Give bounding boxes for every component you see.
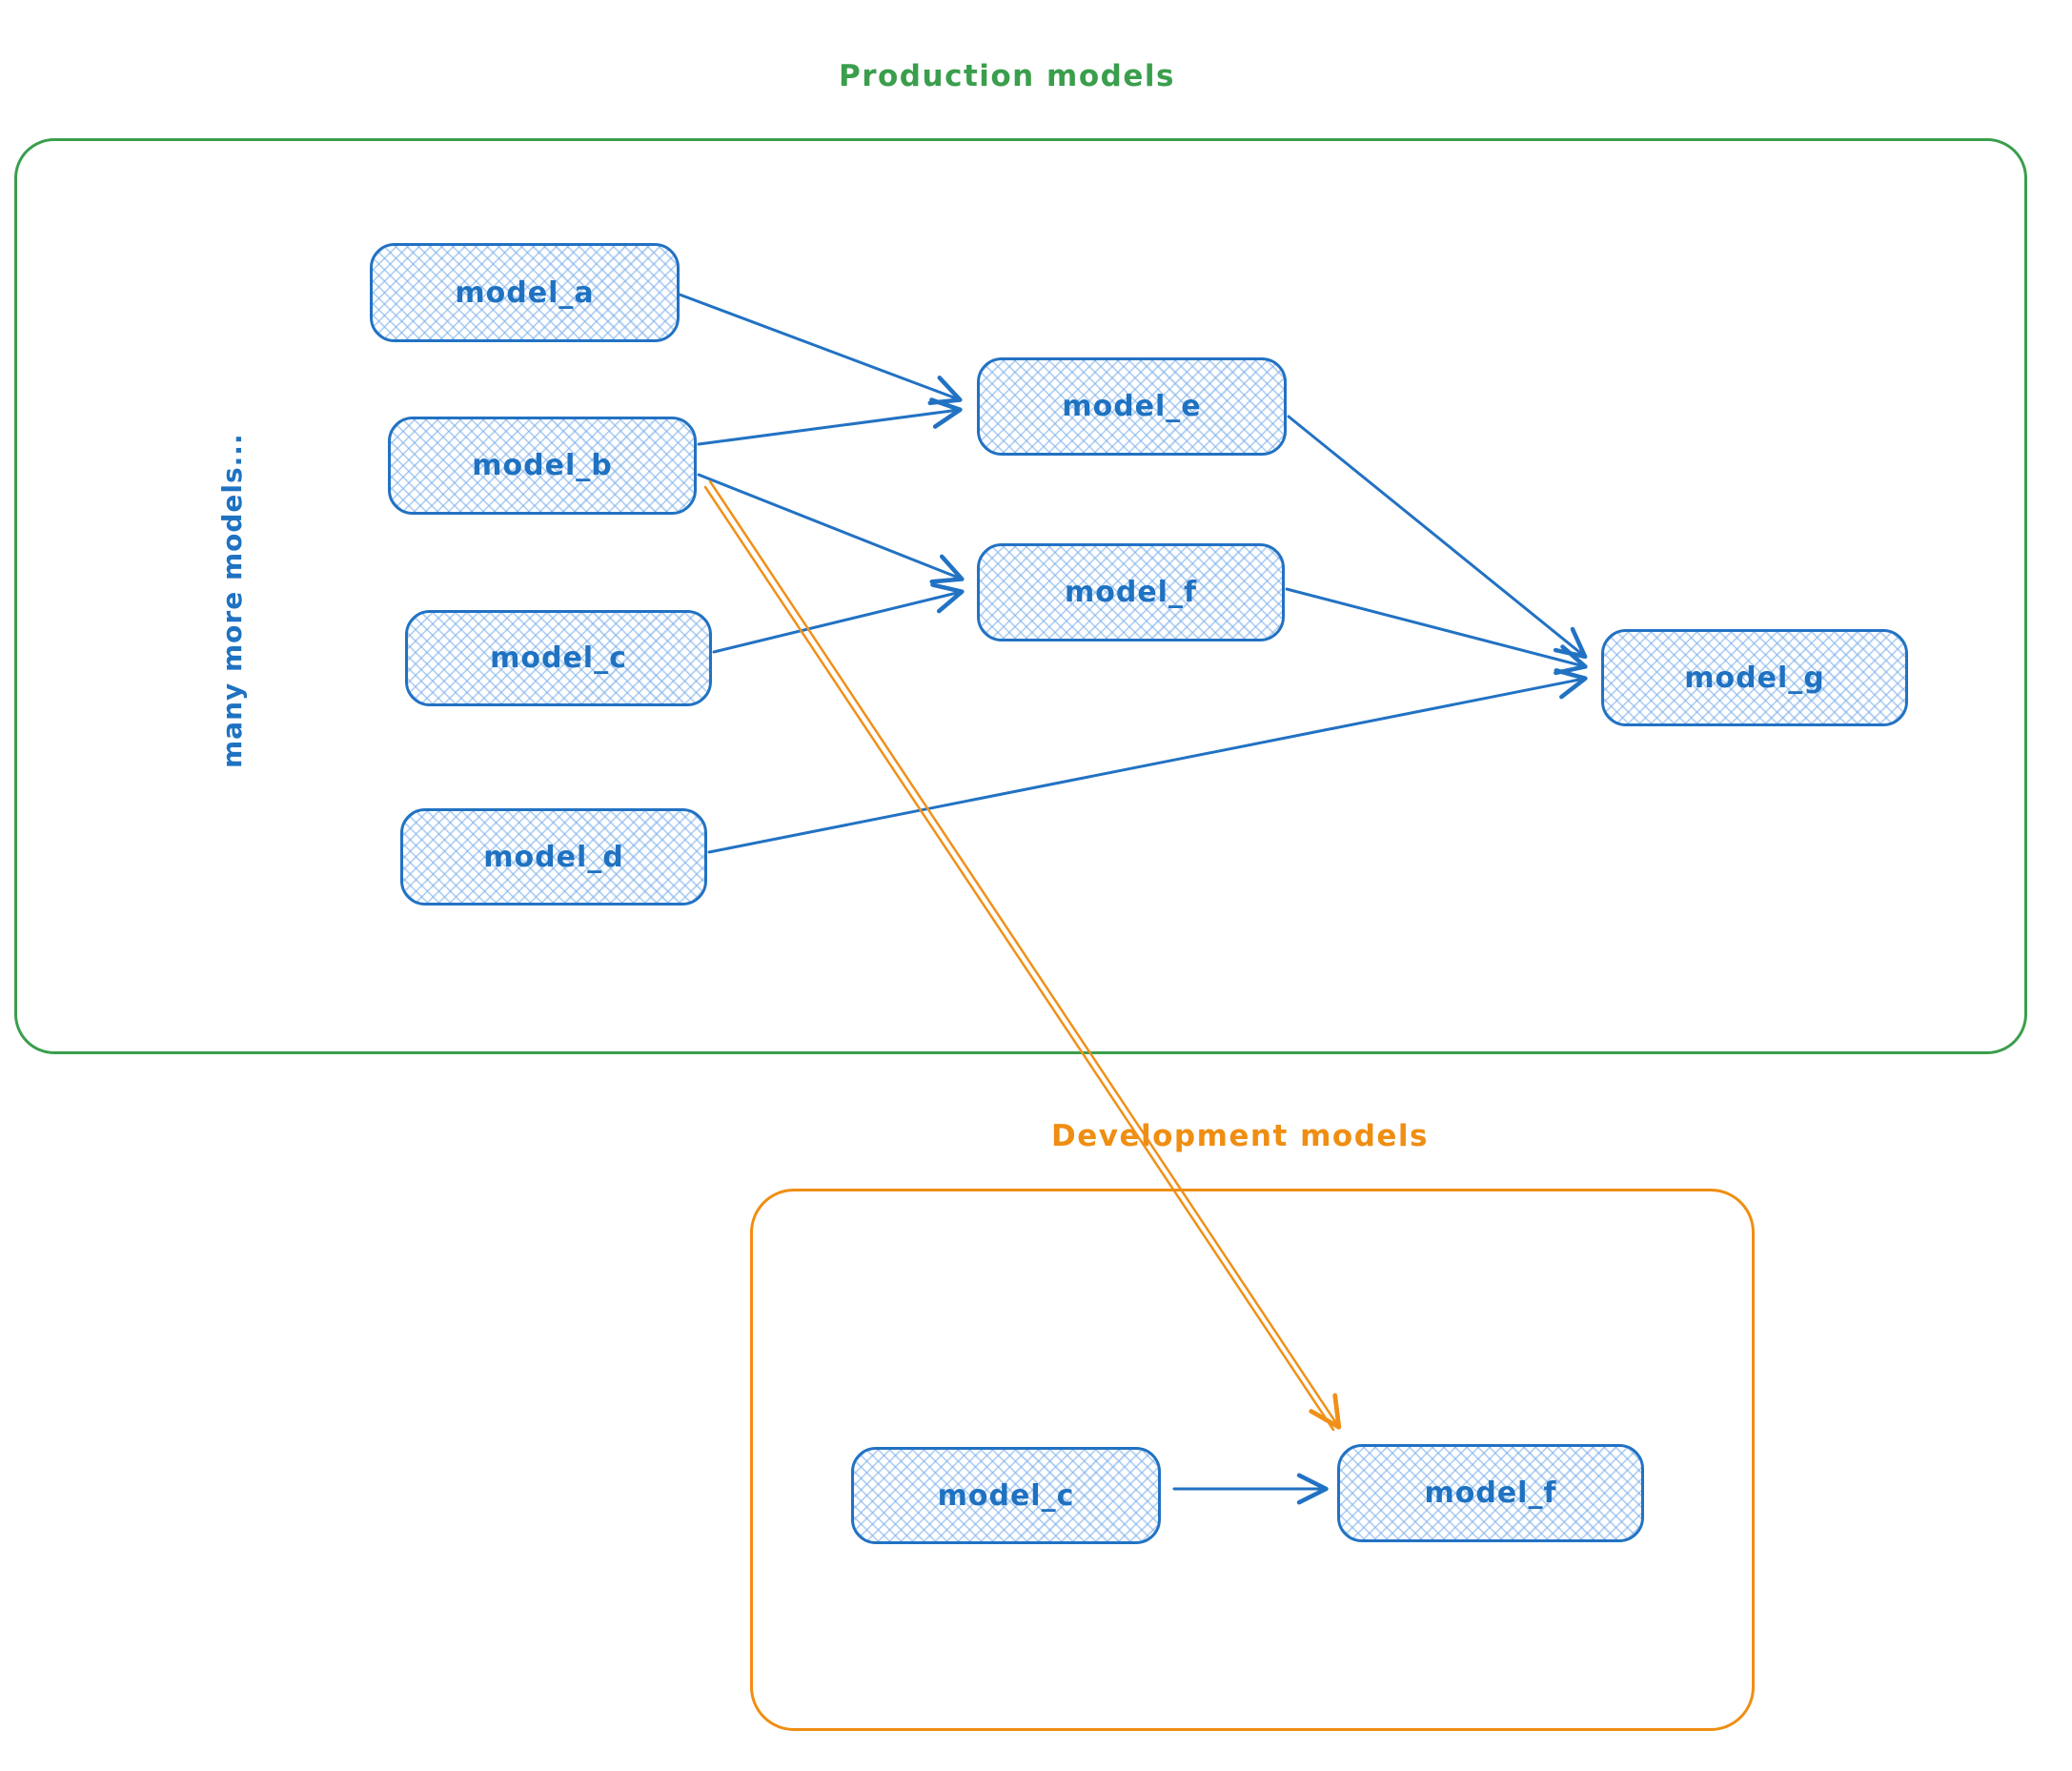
node-label-model-d: model_d xyxy=(483,840,624,874)
node-production-model-c: model_c xyxy=(405,610,712,706)
node-production-model-f: model_f xyxy=(977,543,1285,641)
node-label-model-b: model_b xyxy=(472,449,613,482)
node-production-model-g: model_g xyxy=(1601,629,1908,726)
node-production-model-b: model_b xyxy=(388,417,697,515)
node-development-model-c: model_c xyxy=(851,1447,1161,1544)
node-label-dev-model-f: model_f xyxy=(1424,1476,1557,1510)
node-label-model-g: model_g xyxy=(1684,661,1825,695)
node-label-model-c: model_c xyxy=(490,641,627,675)
node-label-dev-model-c: model_c xyxy=(937,1478,1075,1513)
development-title: Development models xyxy=(1051,1119,1430,1153)
node-production-model-a: model_a xyxy=(370,243,680,342)
many-more-models-label: many more models... xyxy=(216,433,248,768)
node-label-model-a: model_a xyxy=(455,275,595,310)
node-development-model-f: model_f xyxy=(1337,1444,1644,1542)
production-title: Production models xyxy=(839,59,1175,93)
node-label-model-e: model_e xyxy=(1062,390,1202,423)
node-label-model-f: model_f xyxy=(1064,576,1198,609)
node-production-model-e: model_e xyxy=(977,357,1287,456)
node-production-model-d: model_d xyxy=(400,808,707,906)
